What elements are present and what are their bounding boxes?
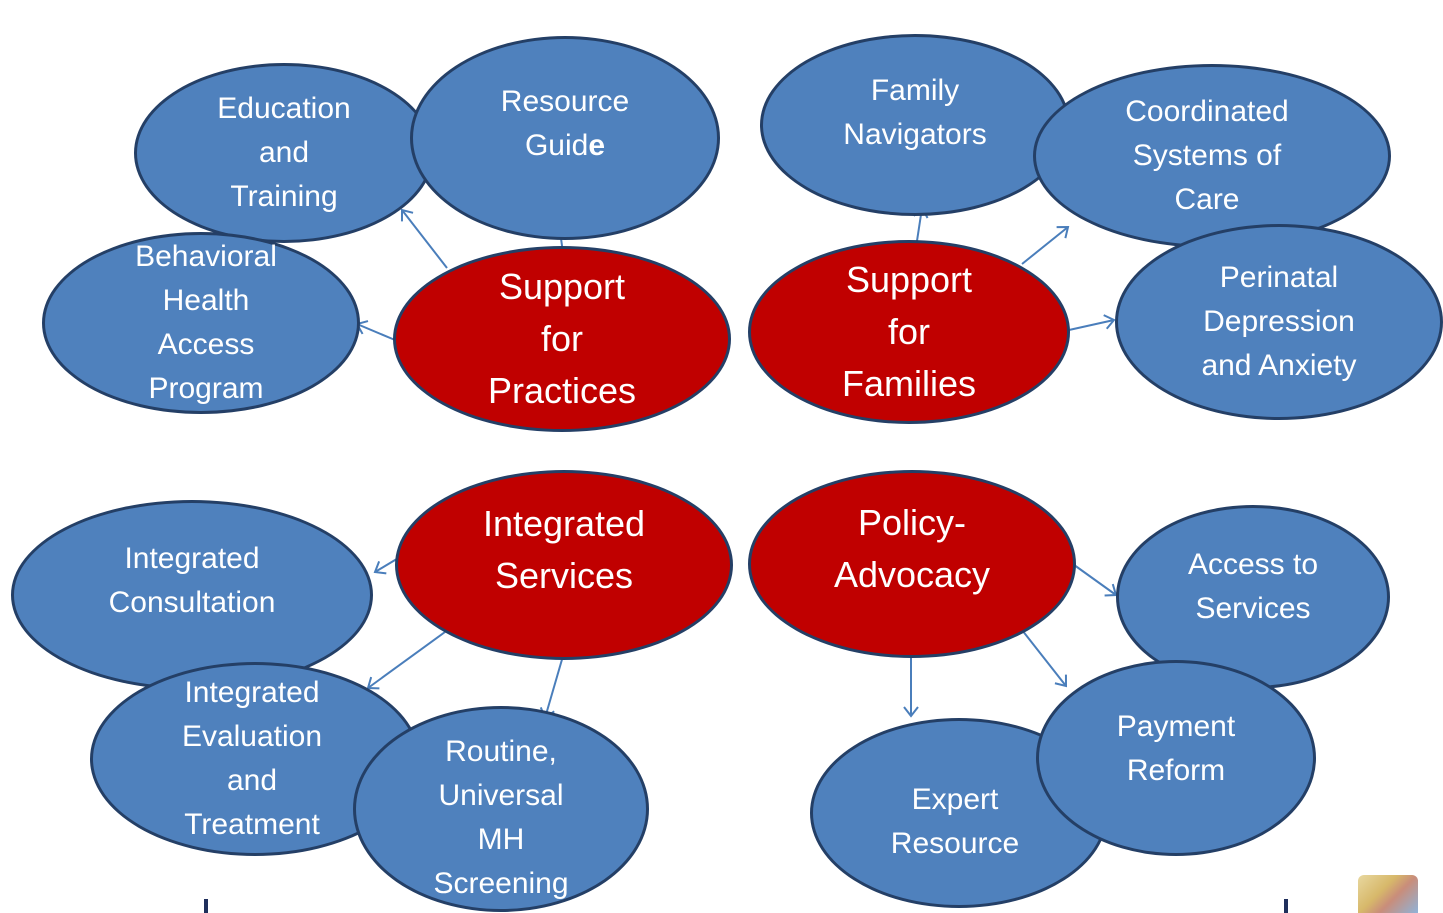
hub-label-line: Policy- <box>857 502 966 543</box>
hub-label-line: for <box>540 318 583 359</box>
node-label-line: Services <box>1195 592 1311 625</box>
node-label-line: Behavioral <box>135 240 277 273</box>
node-label-line: Treatment <box>184 808 320 841</box>
hub-label-line: Advocacy <box>833 554 991 595</box>
node-behavioral-health-access-program: Behavioral Health Access Program <box>42 232 360 414</box>
arrow-policy-to-access <box>1069 561 1118 597</box>
node-education-and-training: Education and Training <box>134 63 434 243</box>
node-label-line: Integrated <box>124 542 260 575</box>
node-label-line: Resource <box>890 827 1020 860</box>
edge-mark-right <box>1284 899 1288 913</box>
node-label-line: MH <box>477 823 525 856</box>
node-label-line: Family <box>870 74 960 107</box>
node-label-line: and <box>226 764 278 797</box>
node-label-line: Depression <box>1203 305 1355 338</box>
hub-label-line: Support <box>845 259 973 300</box>
node-label-line: Routine, <box>445 735 557 768</box>
node-label-line: Resource <box>500 85 630 118</box>
hub-integrated-services: Integrated Services <box>395 470 733 660</box>
node-access-to-services: Access to Services <box>1116 505 1390 689</box>
node-payment-reform: Payment Reform <box>1036 660 1316 856</box>
node-label-line: Perinatal <box>1219 261 1339 294</box>
hub-support-for-practices: Support for Practices <box>393 246 731 432</box>
corner-photo-thumbnail <box>1358 875 1418 913</box>
node-label-line: Coordinated <box>1125 95 1289 128</box>
node-label-line: Care <box>1174 183 1240 216</box>
node-label-part: Guid <box>524 129 589 162</box>
arrow-families-to-perinatal <box>1068 314 1116 331</box>
node-label-line: Guide <box>501 124 629 168</box>
hub-label-line: Services <box>494 555 634 596</box>
node-label-line: Access <box>157 328 255 361</box>
node-resource-guide: Resource Guide <box>410 36 720 240</box>
node-label-line: and <box>258 136 310 169</box>
arrow-integrated-to-screening <box>539 655 564 720</box>
hub-label-line: Support <box>498 266 626 307</box>
node-coordinated-systems-of-care: Coordinated Systems of Care <box>1033 64 1391 248</box>
node-label-line: Consultation <box>108 586 276 619</box>
node-label-line: Expert <box>911 783 999 816</box>
node-label-line: and Anxiety <box>1201 349 1357 382</box>
edge-mark-left <box>204 899 208 913</box>
node-perinatal-depression-and-anxiety: Perinatal Depression and Anxiety <box>1115 224 1443 420</box>
arrow-policy-to-payment <box>1021 629 1068 688</box>
node-label-line: Screening <box>433 867 569 900</box>
hub-label-line: Practices <box>487 370 637 411</box>
node-integrated-consultation: Integrated Consultation <box>11 500 373 690</box>
arrow-practices-to-bhap <box>355 320 396 341</box>
arrow-families-to-coordinated <box>1021 225 1070 265</box>
node-label-line: Universal <box>438 779 564 812</box>
node-label-line: Health <box>162 284 250 317</box>
node-label-line: Program <box>148 372 264 405</box>
hub-policy-advocacy: Policy- Advocacy <box>748 470 1076 658</box>
node-family-navigators: Family Navigators <box>760 34 1070 216</box>
node-label-line: Integrated <box>184 676 320 709</box>
hub-label-line: Integrated <box>482 503 646 544</box>
node-label-line: Access to <box>1187 548 1319 581</box>
node-label-line: Training <box>230 180 338 213</box>
node-label-line: Reform <box>1126 754 1226 787</box>
node-label-line: Payment <box>1116 710 1236 743</box>
node-label-line: Education <box>217 92 351 125</box>
hub-support-for-families: Support for Families <box>748 240 1070 424</box>
hub-label-line: Families <box>841 363 976 404</box>
node-label-part-bold: e <box>588 129 606 162</box>
node-label-line: Systems of <box>1132 139 1282 172</box>
arrow-integrated-to-evaluation <box>366 631 446 690</box>
arrow-practices-to-education <box>400 208 448 269</box>
node-label-line: Evaluation <box>181 720 323 753</box>
hub-label-line: for <box>887 311 930 352</box>
node-label-line: Navigators <box>843 118 987 151</box>
node-routine-universal-mh-screening: Routine, Universal MH Screening <box>353 706 649 912</box>
